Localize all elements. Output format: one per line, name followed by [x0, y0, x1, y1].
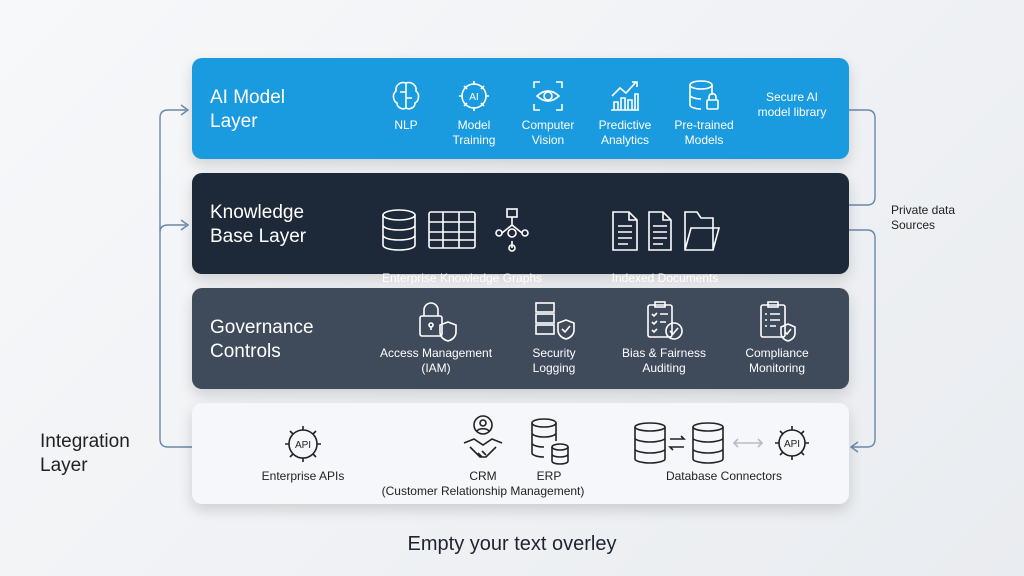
layer-title: Governance Controls — [210, 317, 314, 362]
database-connectors-item: API Database Connectors — [632, 421, 816, 484]
brain-icon — [392, 81, 420, 110]
database-stack-icon — [531, 418, 569, 465]
knowledge-graphs-group: Enterprise Knowledge Graphs — [362, 193, 562, 286]
database-sync-api-icon: API — [634, 422, 809, 464]
access-management-item: Access Management (IAM) — [368, 300, 504, 376]
handshake-user-icon — [463, 415, 503, 458]
item-label: Pre-trained Models — [674, 118, 734, 147]
item-label: Access Management (IAM) — [379, 346, 493, 375]
lock-shield-icon — [419, 302, 457, 342]
item-label: ERP — [536, 469, 562, 483]
item-label: Database Connectors — [665, 469, 783, 483]
item-label: Model Training — [452, 118, 496, 147]
item-label: CRM (Customer Relationship Management) — [381, 469, 585, 498]
bar-chart-trend-icon — [611, 81, 639, 111]
database-lock-icon — [689, 80, 719, 110]
clipboard-shield-icon — [760, 301, 796, 342]
knowledge-base-layer: Knowledge Base Layer Enterprise Knowledg… — [192, 173, 849, 285]
ai-gear-icon: AI — [459, 81, 489, 111]
checklist-check-icon — [647, 301, 683, 340]
item-label: Predictive Analytics — [598, 118, 652, 147]
bias-fairness-item: Bias & Fairness Auditing — [612, 300, 716, 376]
integration-layer-title: Integration Layer — [40, 431, 130, 476]
item-label: Enterprise APIs — [261, 469, 345, 483]
predictive-analytics-item: Predictive Analytics — [592, 78, 658, 148]
database-table-graph-icons — [382, 208, 529, 252]
secure-library-note: Secure AI model library — [757, 90, 827, 119]
ai-model-layer: AI Model Layer NLP AI Model Training Comp… — [192, 58, 849, 159]
compliance-monitoring-item: Compliance Monitoring — [732, 300, 822, 376]
documents-folder-icons — [612, 211, 721, 251]
indexed-documents-group: Indexed Documents — [600, 193, 730, 286]
item-label: Compliance Monitoring — [745, 346, 809, 375]
erp-item: ERP — [524, 417, 574, 484]
caption: Empty your text overley — [407, 533, 617, 555]
item-label: Enterprise Knowledge Graphs — [381, 271, 543, 285]
server-shield-icon — [535, 302, 575, 340]
item-label: Computer Vision — [521, 118, 575, 147]
pretrained-models-item: Pre-trained Models — [668, 78, 740, 148]
layer-title: Knowledge Base Layer — [210, 202, 307, 247]
item-label: Bias & Fairness Auditing — [621, 346, 707, 375]
nlp-item: NLP — [384, 78, 428, 133]
svg-text:AI: AI — [469, 92, 478, 103]
governance-controls-layer: Governance Controls Access Management (I… — [192, 288, 849, 389]
private-data-sources-label: Private data Sources — [891, 203, 956, 232]
item-label: Security Logging — [532, 346, 576, 375]
enterprise-apis-item: API Enterprise APIs — [250, 423, 356, 484]
api-gear-icon: API — [285, 426, 321, 462]
layer-title: AI Model Layer — [210, 87, 285, 132]
item-label: Indexed Documents — [611, 271, 719, 285]
model-training-item: AI Model Training — [446, 78, 502, 148]
computer-vision-item: Computer Vision — [516, 78, 580, 148]
eye-icon — [533, 81, 563, 111]
svg-text:API: API — [295, 440, 311, 451]
svg-text:API: API — [784, 439, 800, 450]
crm-item: CRM (Customer Relationship Management) — [368, 413, 598, 499]
item-label: NLP — [394, 118, 418, 132]
security-logging-item: Security Logging — [522, 300, 586, 376]
integration-layer: API Enterprise APIs CRM (Customer Relatio… — [192, 403, 849, 504]
